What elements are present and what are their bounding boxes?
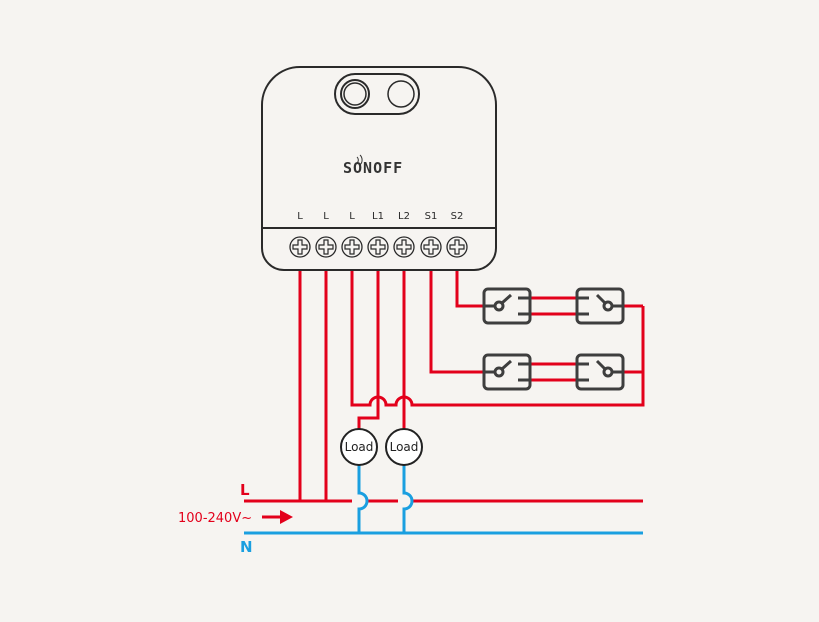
button-1 — [343, 82, 367, 106]
screw-icon — [341, 236, 363, 258]
terminal-screws — [289, 236, 468, 258]
live-wires — [244, 262, 645, 503]
switch-lower-right — [575, 353, 625, 391]
screw-icon — [315, 236, 337, 258]
switches — [482, 287, 625, 391]
screw-icon — [446, 236, 468, 258]
wire-s2 — [455, 262, 484, 308]
terminal-labels: L L L L1 L2 S1 S2 — [297, 211, 463, 222]
terminal-label-4: L2 — [398, 211, 410, 222]
switch-upper-right — [575, 287, 625, 325]
button-2 — [387, 80, 415, 108]
screw-icon — [420, 236, 442, 258]
terminal-label-0: L — [297, 211, 303, 222]
supply-arrow-icon — [262, 510, 293, 524]
terminal-label-3: L1 — [372, 211, 384, 222]
load-1-circle — [340, 428, 378, 466]
switch-upper-left — [482, 287, 532, 325]
terminal-label-6: S2 — [451, 211, 464, 222]
load-2-label: Load — [390, 440, 419, 454]
wire-l1-output — [357, 262, 380, 430]
screw-icon — [367, 236, 389, 258]
voltage-label: 100-240V~ — [178, 511, 252, 526]
brand-logo: SONOFF — [343, 159, 403, 177]
wifi-icon — [356, 154, 363, 166]
neutral-wires — [244, 465, 643, 535]
load-1-label: Load — [345, 440, 374, 454]
wire-l3-to-switches — [350, 262, 645, 407]
load-2: Load — [385, 428, 423, 466]
switch-lower-left — [482, 353, 532, 391]
screw-icon — [289, 236, 311, 258]
screw-icon — [393, 236, 415, 258]
wire-s1 — [429, 262, 484, 374]
sonoff-device: SONOFF L L L L1 L2 S1 S2 — [261, 66, 497, 271]
terminal-label-1: L — [323, 211, 329, 222]
load-2-circle — [385, 428, 423, 466]
load2-neutral — [402, 465, 414, 533]
terminal-label-2: L — [349, 211, 355, 222]
load1-neutral — [357, 465, 369, 533]
live-label: L — [240, 481, 250, 499]
terminal-label-5: S1 — [425, 211, 438, 222]
load-1: Load — [340, 428, 378, 466]
neutral-label: N — [240, 538, 253, 556]
